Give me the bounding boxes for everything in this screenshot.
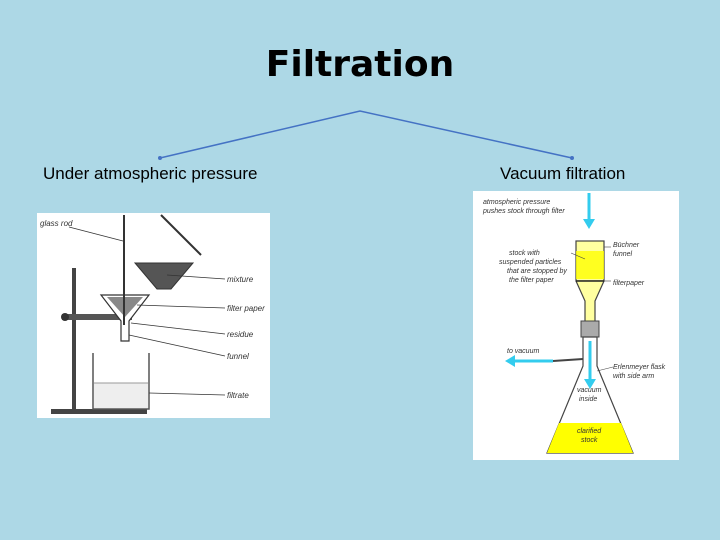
pouring-beaker [133, 262, 195, 290]
flask-line1: Erlenmeyer flask [613, 364, 666, 371]
mixture-label: mixture [227, 275, 254, 284]
branch-left-end [158, 156, 162, 160]
buchner-line1: Büchner [613, 242, 640, 249]
buchner-line2: funnel [613, 251, 633, 258]
glass-rod-label: glass rod [40, 219, 73, 228]
stand-base [51, 409, 147, 414]
stock-line2: suspended particles [499, 259, 562, 266]
clamp [62, 314, 132, 320]
page-title: Filtration [265, 44, 455, 85]
to-vacuum-label: to vacuum [507, 348, 539, 355]
stock-line1: stock with [509, 250, 540, 257]
branch-lines [159, 110, 573, 159]
pressure-line1: atmospheric pressure [483, 199, 550, 206]
vacuum-label: Vacuum filtration [500, 164, 626, 183]
vacuum-line2: inside [579, 396, 597, 403]
flask-line2: with side arm [613, 373, 654, 380]
atmospheric-label: Under atmospheric pressure [43, 164, 258, 183]
clarified-line1: clarified [577, 428, 602, 435]
gravity-filtration-diagram: glass rod mixture filter paper residue f… [37, 213, 270, 418]
stand-rod [72, 268, 76, 410]
filtrate-label: filtrate [227, 391, 249, 400]
funnel-label: funnel [227, 352, 249, 361]
stock-line3: that are stopped by [507, 268, 567, 275]
side-arm [552, 358, 584, 362]
vacuum-filtration-diagram: atmospheric pressure pushes stock throug… [473, 191, 679, 460]
branch-right-end [570, 156, 574, 160]
filtrate-liquid [94, 383, 148, 408]
clarified-line2: stock [581, 437, 598, 444]
vacuum-line1: vacuum [577, 387, 602, 394]
filter-paper-label: filter paper [227, 304, 265, 313]
filterpaper-label: filterpaper [613, 280, 645, 287]
beaker [92, 353, 150, 410]
clarified-stock-liquid [547, 423, 633, 453]
pressure-line2: pushes stock through filter [482, 208, 565, 215]
stock-mixture [576, 251, 604, 279]
rubber-stopper [580, 320, 600, 338]
stock-line4: the filter paper [509, 277, 554, 284]
residue-label: residue [227, 330, 254, 339]
